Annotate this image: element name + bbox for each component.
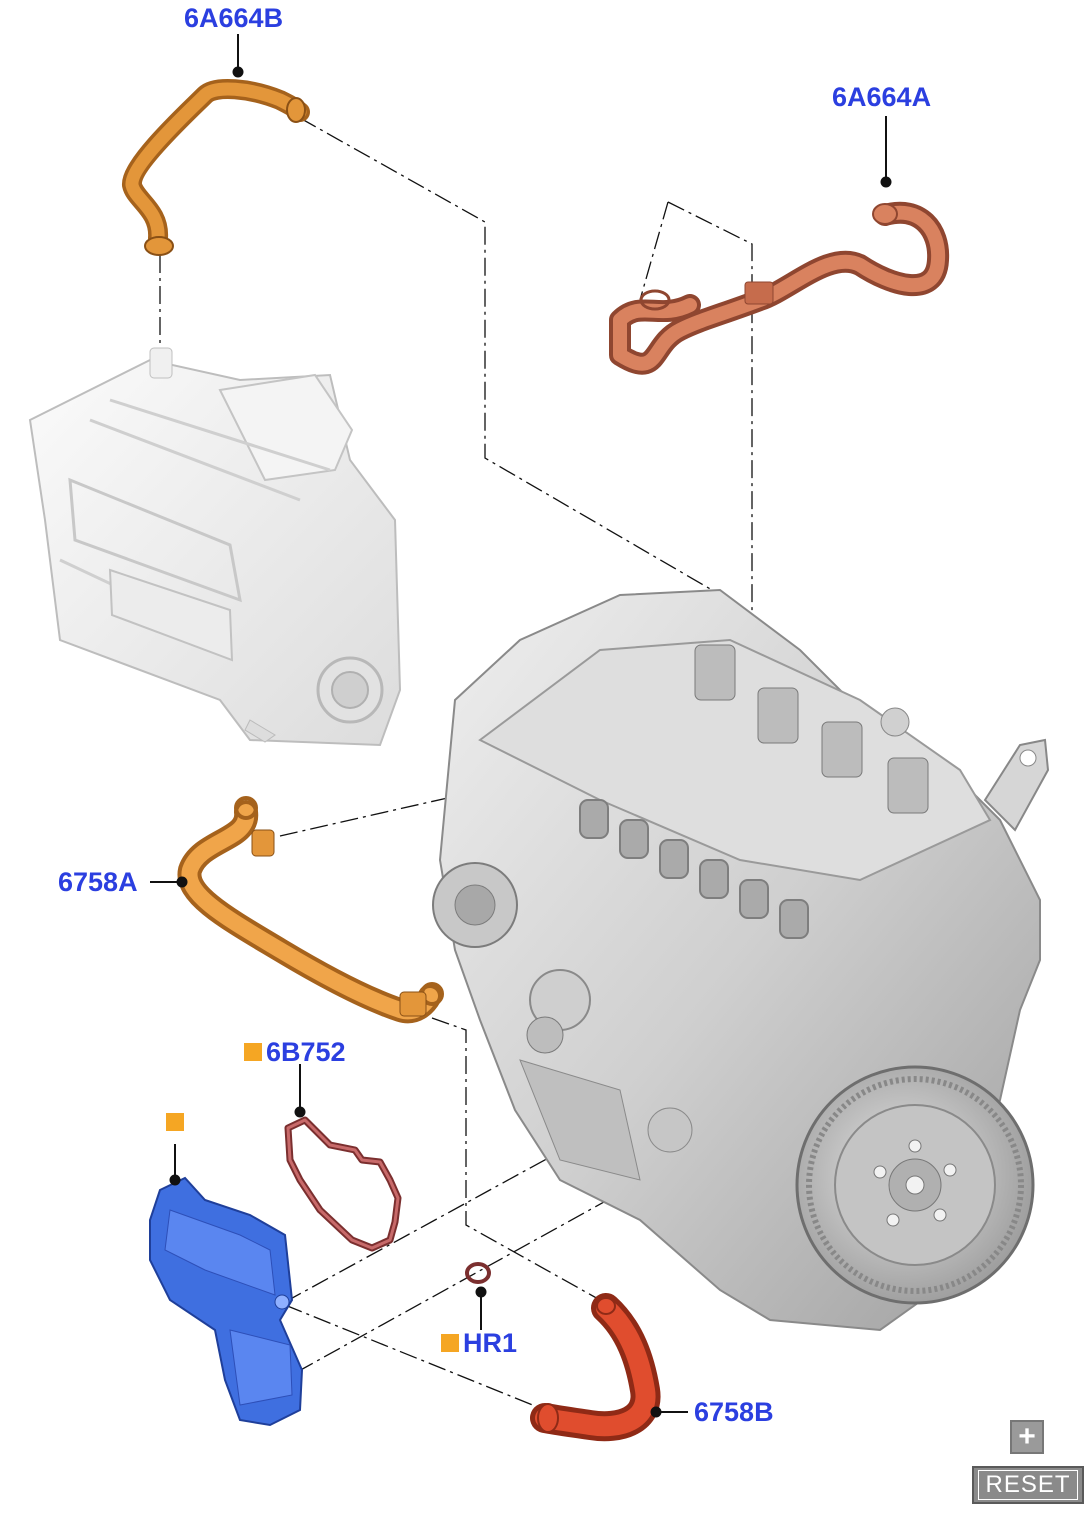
new-part-marker bbox=[441, 1334, 459, 1352]
hose-6758B[interactable] bbox=[530, 1293, 661, 1442]
reset-label: RESET bbox=[978, 1470, 1078, 1500]
callout-6758B[interactable]: 6758B bbox=[694, 1397, 774, 1427]
callout-6A664B[interactable]: 6A664B bbox=[184, 3, 284, 33]
callout-HR1[interactable]: HR1 bbox=[463, 1328, 518, 1358]
callout-6B752[interactable]: 6B752 bbox=[266, 1037, 346, 1067]
plus-icon: + bbox=[1018, 1420, 1036, 1453]
oil-separator[interactable] bbox=[149, 1176, 304, 1427]
callout-6A664A[interactable]: 6A664A bbox=[832, 82, 932, 112]
hose-6A664A[interactable] bbox=[609, 201, 950, 375]
hose-6A664B[interactable] bbox=[122, 78, 310, 256]
zoom-in-button[interactable]: + bbox=[1010, 1420, 1044, 1454]
engine-assembly bbox=[432, 588, 1050, 1332]
callout-6758A[interactable]: 6758A bbox=[58, 867, 138, 897]
callout-leaders bbox=[150, 34, 892, 1418]
new-part-marker bbox=[244, 1043, 262, 1061]
hose-6758A[interactable] bbox=[177, 796, 444, 1024]
reset-button[interactable]: RESET bbox=[972, 1466, 1084, 1504]
cylinder-head-ghost bbox=[28, 347, 402, 747]
o-ring-HR1[interactable] bbox=[465, 1262, 491, 1284]
gasket-6B752[interactable] bbox=[284, 1116, 402, 1252]
new-part-marker bbox=[166, 1113, 184, 1131]
